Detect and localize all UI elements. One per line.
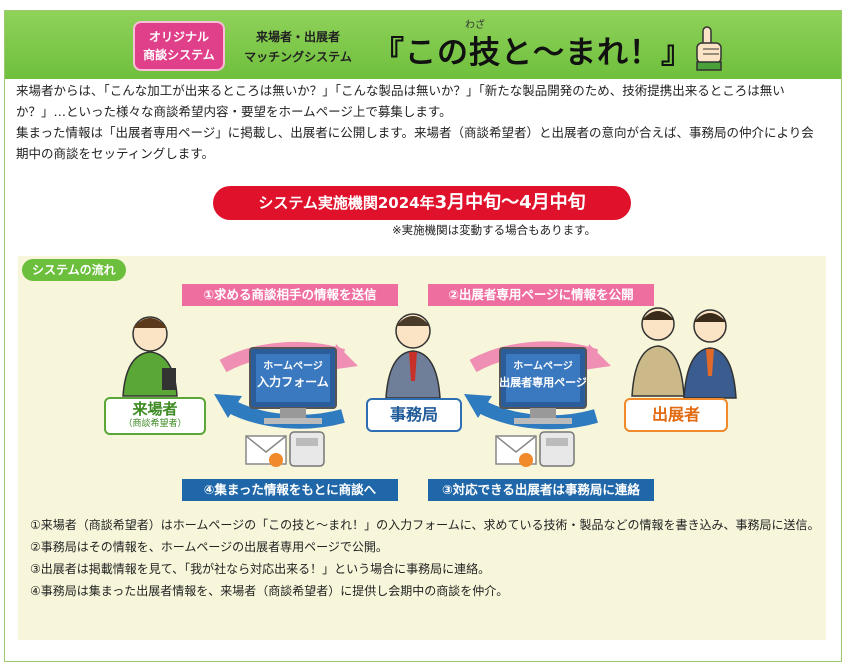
office-box: 事務局 [366,398,462,432]
monitor2-line2: 出展者専用ページ [499,375,587,389]
period-banner: システム実施機関2024年3月中旬〜4月中旬 [213,186,631,220]
mail-phone-icon-left [245,431,325,467]
step2-label: ②出展者専用ページに情報を公開 [428,284,654,306]
intro-paragraph-1: 来場者からは、「こんな加工が出来るところは無いか？」「こんな製品は無いか？」「新… [16,83,785,119]
step4-label: ④集まった情報をもとに商談へ [182,479,398,501]
badge-line1: オリジナル [148,30,209,44]
exhibitor-box: 出展者 [624,398,728,432]
period-note: ※実施機関は変動する場合もあります。 [392,223,596,237]
system-subtitle: 来場者・出展者 マッチングシステム [233,27,363,67]
monitor1-line2: 入力フォーム [257,374,329,389]
period-range: 3月中旬〜4月中旬 [434,192,586,213]
steps-list: ①来場者（商談希望者）はホームページの「この技と〜まれ！」の入力フォームに、求め… [30,514,820,602]
step-description-2: ②事務局はその情報を、ホームページの出展者専用ページで公開。 [30,540,388,554]
step3-label: ③対応できる出展者は事務局に連絡 [428,479,654,501]
step-description-4: ④事務局は集まった出展者情報を、来場者（商談希望者）に提供し会期中の商談を仲介。 [30,584,509,598]
original-system-badge: オリジナル 商談システム [133,21,225,71]
intro-paragraph-2: 集まった情報は「出展者専用ページ」に掲載し、出展者に公開します。来場者（商談希望… [16,125,814,161]
title-ruby: わざ [465,20,485,31]
step1-label: ①求める商談相手の情報を送信 [182,284,398,306]
step-description-1: ①来場者（商談希望者）はホームページの「この技と〜まれ！」の入力フォームに、求め… [30,518,820,532]
monitor1-line1: ホームページ [263,360,323,372]
monitor2-line1: ホームページ [513,360,573,372]
visitor-label: 来場者 [132,400,178,418]
pointing-hand-icon [696,26,722,71]
monitor-input-form: ホームページ 入力フォーム [249,347,337,424]
intro-text: 来場者からは、「こんな加工が出来るところは無いか？」「こんな製品は無いか？」「新… [16,80,826,164]
visitor-box: 来場者 （商談希望者） [104,397,206,435]
subtitle-line2: マッチングシステム [244,50,352,64]
arrow-head-blue-left [214,394,242,418]
visitor-sublabel: （商談希望者） [123,419,187,429]
arrow-head-pink-right [583,344,611,370]
title-banner: オリジナル 商談システム 来場者・出展者 マッチングシステム わざ 『この技と〜… [5,11,841,79]
exhibitor-persons-icon [631,307,737,399]
subtitle-line1: 来場者・出展者 [255,30,340,44]
badge-line2: 商談システム [143,48,215,62]
monitor-exhibitor-page: ホームページ 出展者専用ページ [499,347,587,424]
arrow-head-blue-right [464,394,492,418]
mail-phone-icon-right [495,431,575,467]
step-description-3: ③出展者は掲載情報を見て、「我が社なら対応出来る！」という場合に事務局に連絡。 [30,562,491,576]
office-person-icon [385,313,441,399]
flow-diagram: ホームページ 入力フォーム ホームページ 出展者専用ページ [122,307,737,467]
page-title: 『この技と〜まれ！』 [373,35,693,71]
period-prefix: システム実施機関2024年 [258,194,435,212]
flow-section-tag: システムの流れ [22,259,126,281]
visitor-person-icon [122,316,178,397]
